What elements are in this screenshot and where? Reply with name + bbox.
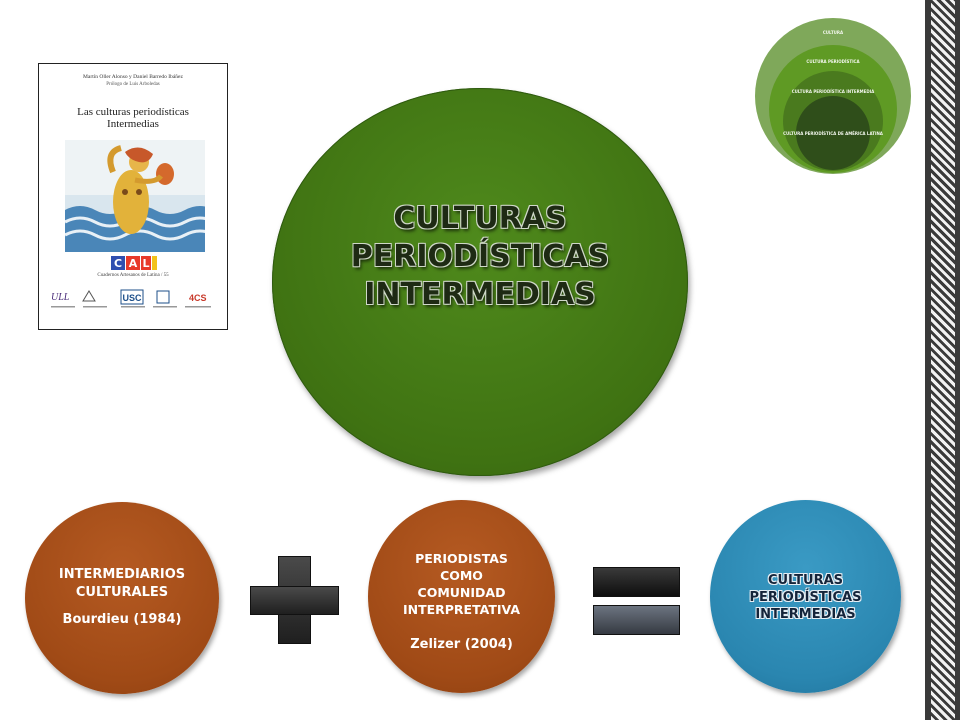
university-logos: ULL USC 4CS bbox=[51, 289, 211, 308]
result-label: CULTURAS PERIODÍSTICAS INTERMEDIAS bbox=[710, 572, 901, 623]
periodistas-label: PERIODISTAS COMO COMUNIDAD INTERPRETATIV… bbox=[368, 550, 555, 618]
periodistas-line2: COMO bbox=[440, 568, 483, 583]
plus-icon-horizontal bbox=[250, 586, 339, 615]
main-circle: CULTURAS PERIODÍSTICAS INTERMEDIAS bbox=[272, 88, 688, 476]
nested-circles-diagram: CULTURA CULTURA PERIODÍSTICA CULTURA PER… bbox=[755, 18, 911, 174]
right-border-pattern bbox=[931, 0, 955, 720]
intermediarios-line1: INTERMEDIARIOS bbox=[58, 567, 186, 582]
cal-logo-c: C bbox=[114, 257, 122, 270]
zelizer-citation: Zelizer (2004) bbox=[410, 637, 513, 652]
book-cover: Martín Oller Alonso y Daniel Barredo Ibá… bbox=[38, 63, 228, 330]
nested-circle-level4 bbox=[796, 96, 870, 170]
bourdieu-citation: Bourdieu (1984) bbox=[62, 612, 182, 627]
book-authors: Martín Oller Alonso y Daniel Barredo Ibá… bbox=[83, 74, 183, 80]
svg-text:USC: USC bbox=[122, 293, 142, 303]
nested-label-level1: CULTURA bbox=[823, 30, 844, 35]
periodistas-line1: PERIODISTAS bbox=[415, 551, 508, 566]
main-circle-line1: CULTURAS bbox=[393, 201, 567, 236]
intermediarios-circle: INTERMEDIARIOS CULTURALES Bourdieu (1984… bbox=[25, 502, 219, 694]
nested-label-level2: CULTURA PERIODÍSTICA bbox=[806, 59, 860, 64]
intermediarios-label: INTERMEDIARIOS CULTURALES bbox=[25, 566, 219, 602]
equals-icon-bottom bbox=[593, 605, 680, 635]
cal-logo-a: A bbox=[129, 257, 138, 270]
periodistas-circle: PERIODISTAS COMO COMUNIDAD INTERPRETATIV… bbox=[368, 500, 555, 693]
periodistas-line3: COMUNIDAD bbox=[417, 585, 506, 600]
result-line2: PERIODÍSTICAS bbox=[749, 590, 862, 605]
result-line1: CULTURAS bbox=[767, 573, 844, 588]
book-series: Cuadernos Artesanos de Latina / 55 bbox=[97, 273, 169, 278]
book-title-line1: Las culturas periodísticas bbox=[77, 106, 189, 118]
cal-logo: C A L bbox=[111, 256, 157, 270]
book-title: Las culturas periodísticas Intermedias bbox=[39, 106, 227, 130]
nested-label-level3: CULTURA PERIODÍSTICA INTERMEDIA bbox=[792, 89, 875, 94]
book-prologue: Prólogo de Luis Arboledas bbox=[106, 82, 160, 87]
result-line3: INTERMEDIAS bbox=[755, 607, 856, 622]
main-circle-line2: PERIODÍSTICAS bbox=[350, 239, 610, 274]
nested-label-level4: CULTURA PERIODÍSTICA DE AMÉRICA LATINA bbox=[783, 131, 884, 136]
svg-text:4CS: 4CS bbox=[189, 293, 207, 303]
svg-text:ULL: ULL bbox=[51, 292, 70, 303]
book-title-line2: Intermedias bbox=[107, 118, 159, 130]
equals-icon-top bbox=[593, 567, 680, 597]
result-circle: CULTURAS PERIODÍSTICAS INTERMEDIAS bbox=[710, 500, 901, 693]
main-circle-label: CULTURAS PERIODÍSTICAS INTERMEDIAS bbox=[272, 200, 688, 314]
cal-logo-l: L bbox=[142, 257, 149, 270]
cover-painting bbox=[65, 140, 205, 252]
main-circle-line3: INTERMEDIAS bbox=[364, 277, 596, 312]
periodistas-line4: INTERPRETATIVA bbox=[402, 602, 521, 617]
intermediarios-line2: CULTURALES bbox=[75, 585, 169, 600]
